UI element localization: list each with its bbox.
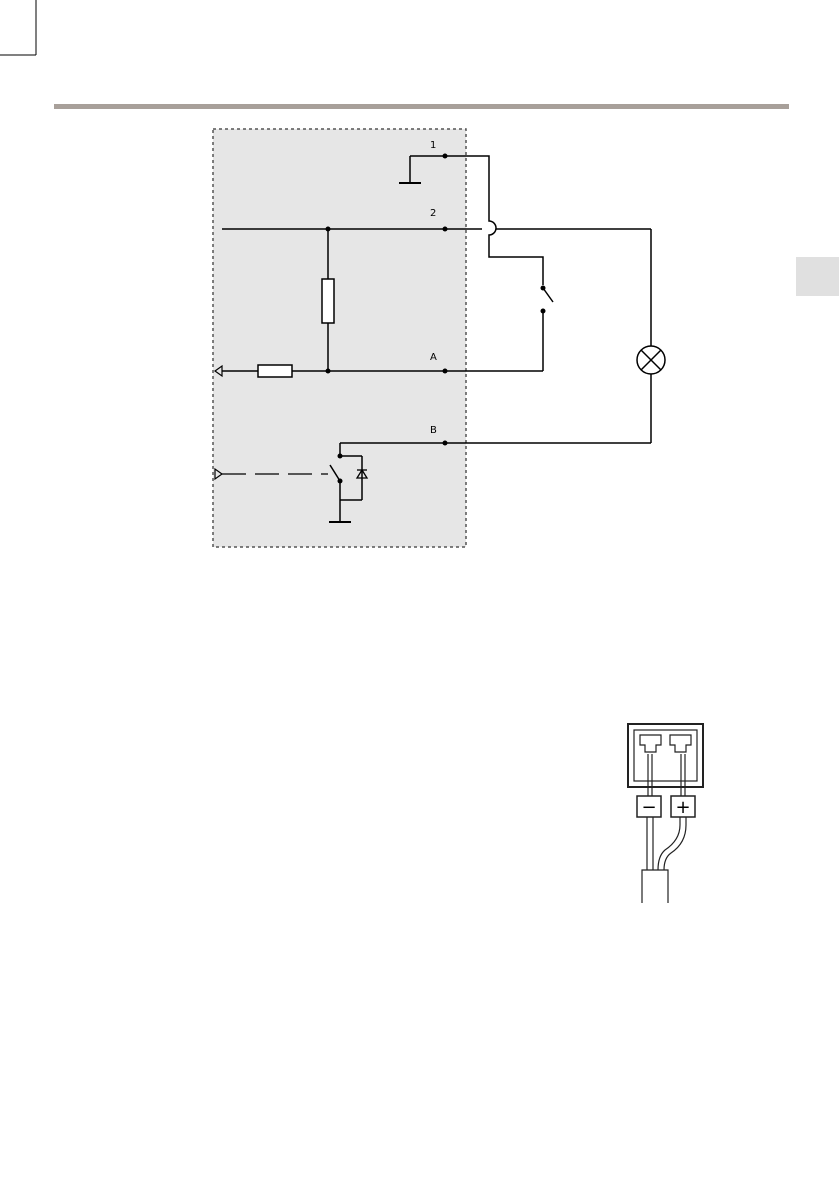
terminal-dot-2: [443, 227, 448, 232]
series-resistor: [258, 365, 292, 377]
pin-label-2: 2: [430, 208, 436, 219]
plus-label: +: [675, 797, 690, 818]
pin-label-b: B: [430, 425, 437, 436]
side-chapter-tab: [796, 257, 839, 296]
external-switch: [541, 286, 554, 372]
cable-jacket: [642, 870, 668, 903]
terminal-dot-b: [443, 441, 448, 446]
minus-label: −: [641, 797, 656, 818]
terminal-dot-a: [443, 369, 448, 374]
io-circuit-diagram: 1 2 A B: [213, 129, 665, 547]
lamp-icon: [637, 346, 665, 374]
pin-label-1: 1: [430, 140, 436, 151]
power-connector-illustration: − +: [628, 724, 703, 903]
pin-label-a: A: [430, 352, 437, 363]
pullup-resistor: [322, 279, 334, 323]
header-rule: [54, 104, 789, 109]
